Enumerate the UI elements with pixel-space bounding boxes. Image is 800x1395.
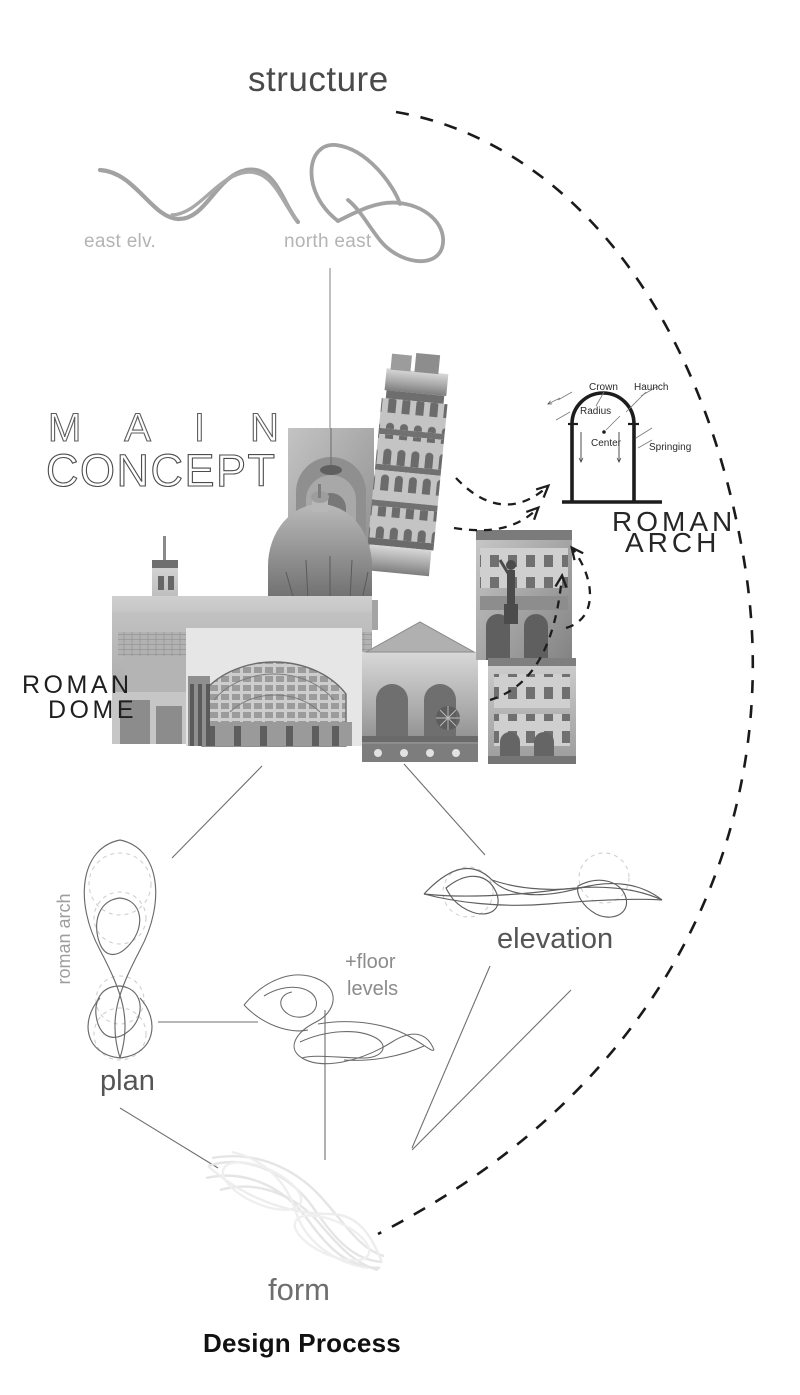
form-ribbon-drawing: [205, 1150, 385, 1272]
collage-palazzo-facade: [476, 530, 572, 660]
elevation-drawing: [423, 852, 663, 918]
architecture-photo-collage: [112, 352, 576, 764]
collage-right-facade: [488, 658, 576, 764]
roman-arch-diagram: [547, 385, 662, 504]
structure-to-form-arc: [377, 110, 755, 1236]
collage-arcaded-building: [362, 621, 478, 762]
dashed-arrows-to-arch: [453, 477, 591, 702]
floor-levels-sketch: [243, 974, 435, 1065]
east-elevation-sketch: [97, 167, 301, 225]
plan-figure-eight-drawing: [83, 839, 157, 1061]
north-east-sketch: [309, 143, 446, 264]
collage-pantheon-section: [186, 628, 362, 747]
collage-leaning-tower: [367, 352, 449, 577]
collage-statue: [498, 559, 518, 624]
lower-connectors: [119, 763, 572, 1169]
